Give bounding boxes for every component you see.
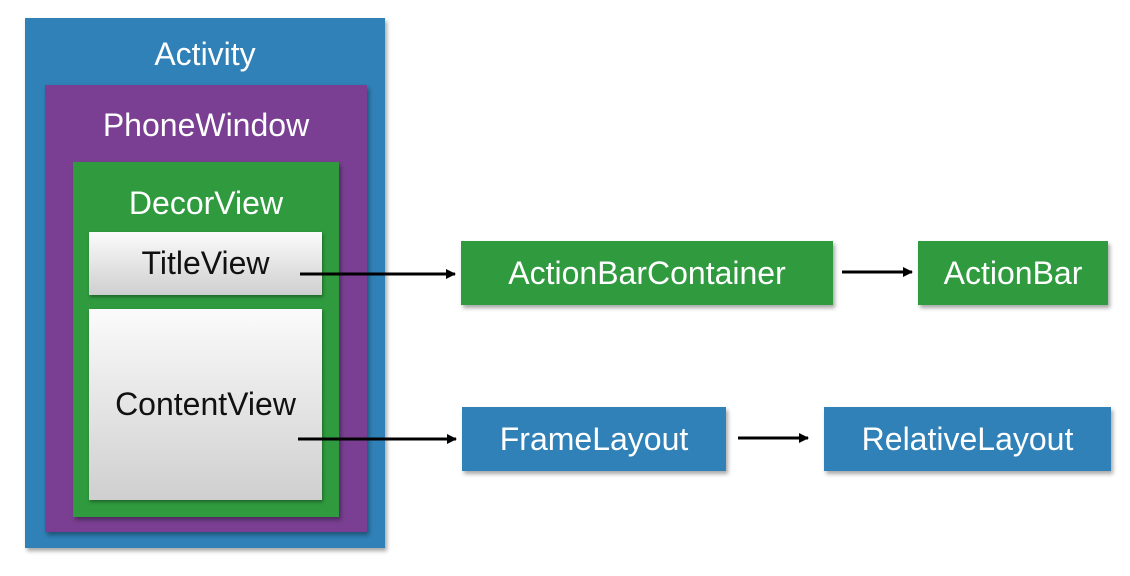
decor-view-label: DecorView xyxy=(128,185,284,221)
action-bar-container-node: ActionBarContainer xyxy=(461,241,833,305)
action-bar-node: ActionBar xyxy=(918,241,1108,305)
relative-layout-node: RelativeLayout xyxy=(824,407,1111,471)
frame-layout-node: FrameLayout xyxy=(462,407,726,471)
phone-window-label: PhoneWindow xyxy=(102,107,310,143)
content-view-box: ContentView xyxy=(89,309,322,500)
activity-label: Activity xyxy=(154,36,256,72)
title-view-box: TitleView xyxy=(89,232,322,295)
